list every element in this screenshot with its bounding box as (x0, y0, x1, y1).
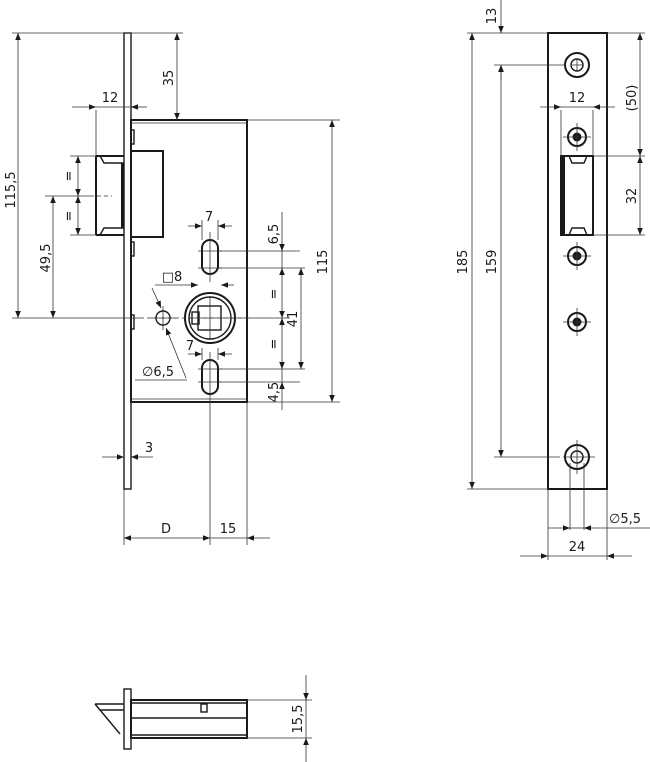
dim-32: 32 (625, 188, 640, 205)
dim-diameter-5-5: ∅5,5 (609, 512, 641, 527)
dim-7-upper: 7 (205, 210, 213, 225)
dim-7-lower: 7 (186, 339, 194, 354)
dim-50: (50) (625, 85, 640, 112)
dim-49-5: 49,5 (39, 244, 54, 273)
dim-12-latch: 12 (102, 91, 119, 106)
screw-middle-2 (563, 308, 591, 336)
dim-41: 41 (286, 311, 301, 328)
front-view: 115,5 35 12 = = 49,5 7 6,5 = = 41 (4, 32, 340, 545)
dim-equal-latch-upper: = (62, 171, 77, 182)
screw-middle-1 (563, 242, 591, 270)
dim-square-8: □8 (162, 270, 183, 285)
dim-159: 159 (485, 250, 500, 275)
dim-115-5: 115,5 (4, 171, 19, 208)
dim-diameter-6-5: ∅6,5 (142, 365, 174, 380)
screw-hole-bottom (563, 440, 595, 474)
bottom-faceplate (123, 688, 132, 750)
latch-bolt (90, 155, 124, 236)
dim-35: 35 (162, 70, 177, 87)
dim-12-faceplate: 12 (569, 91, 586, 106)
dim-6-5: 6,5 (267, 224, 282, 245)
dim-equal-follower-upper: = (267, 289, 282, 300)
latch-opening (560, 155, 594, 236)
dim-15-5: 15,5 (291, 705, 306, 734)
screw-hole-top (564, 52, 590, 78)
dim-115: 115 (316, 250, 331, 275)
dim-backset-D: D (161, 522, 171, 537)
latch-mechanism (130, 150, 164, 238)
dim-15: 15 (220, 522, 237, 537)
faceplate-front (547, 32, 608, 490)
bottom-body (130, 699, 248, 739)
dim-3: 3 (145, 441, 153, 456)
lock-body (130, 119, 248, 403)
dim-equal-latch-lower: = (62, 211, 77, 222)
faceplate (123, 32, 132, 490)
bottom-view: 15,5 (94, 675, 312, 762)
dim-equal-follower-lower: = (267, 339, 282, 350)
dim-4-5: 4,5 (267, 382, 282, 403)
screw-upper (563, 123, 591, 151)
dim-185: 185 (456, 250, 471, 275)
dim-13: 13 (485, 8, 500, 25)
faceplate-view: 13 185 159 (50) 32 12 ∅5,5 24 (456, 0, 650, 560)
dim-24: 24 (569, 540, 586, 555)
